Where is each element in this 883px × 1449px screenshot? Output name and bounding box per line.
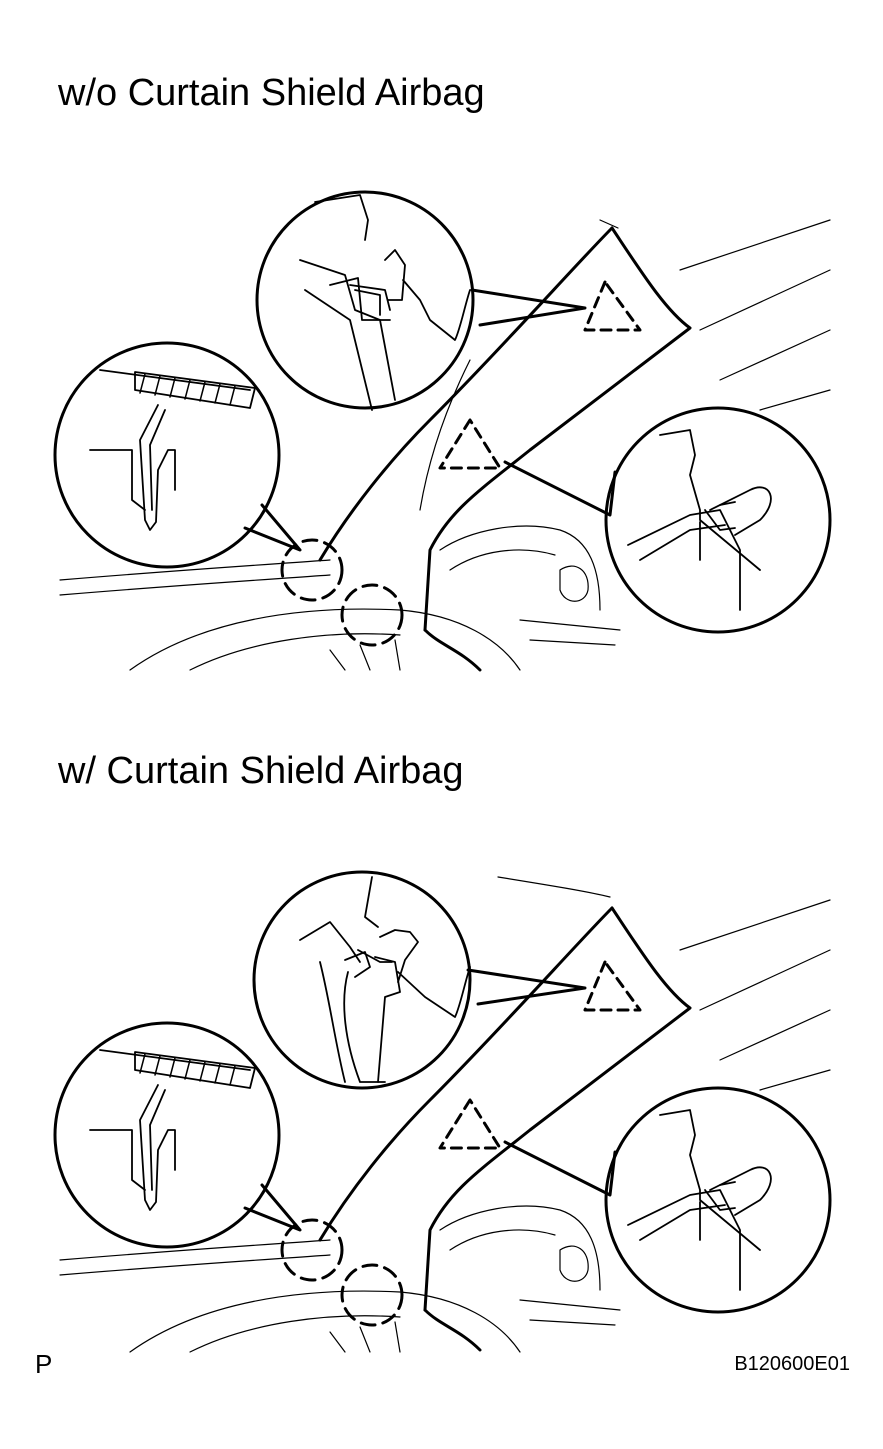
left-claw-callout bbox=[53, 341, 302, 569]
corner-letter: P bbox=[35, 1349, 53, 1379]
section-title-with-airbag: w/ Curtain Shield Airbag bbox=[58, 750, 464, 792]
pillar-garnish-outline bbox=[318, 226, 692, 672]
claw-position-circles bbox=[280, 1218, 404, 1327]
upper-clip-detail bbox=[299, 876, 471, 1083]
pillar-garnish-diagram-with-airbag bbox=[0, 832, 883, 1392]
upper-clip-detail bbox=[299, 194, 471, 411]
left-claw-detail bbox=[89, 1049, 256, 1211]
vehicle-body-lines bbox=[59, 876, 831, 1353]
pillar-garnish-outline bbox=[318, 906, 692, 1352]
pillar-garnish-diagram-without-airbag bbox=[0, 150, 883, 710]
lower-clip-detail bbox=[627, 1109, 772, 1291]
left-claw-callout bbox=[53, 1021, 302, 1249]
lower-clip-callout bbox=[503, 406, 832, 634]
claw-position-circles bbox=[280, 538, 404, 647]
upper-clip-callout bbox=[255, 190, 587, 410]
upper-clip-callout bbox=[252, 870, 587, 1090]
left-claw-detail bbox=[89, 369, 256, 531]
clip-position-triangles bbox=[438, 960, 642, 1150]
lower-clip-detail bbox=[627, 429, 772, 611]
vehicle-body-lines bbox=[59, 219, 831, 671]
clip-position-triangles bbox=[438, 280, 642, 470]
figure-code: B120600E01 bbox=[734, 1353, 850, 1375]
section-title-without-airbag: w/o Curtain Shield Airbag bbox=[58, 72, 485, 114]
lower-clip-callout bbox=[503, 1086, 832, 1314]
